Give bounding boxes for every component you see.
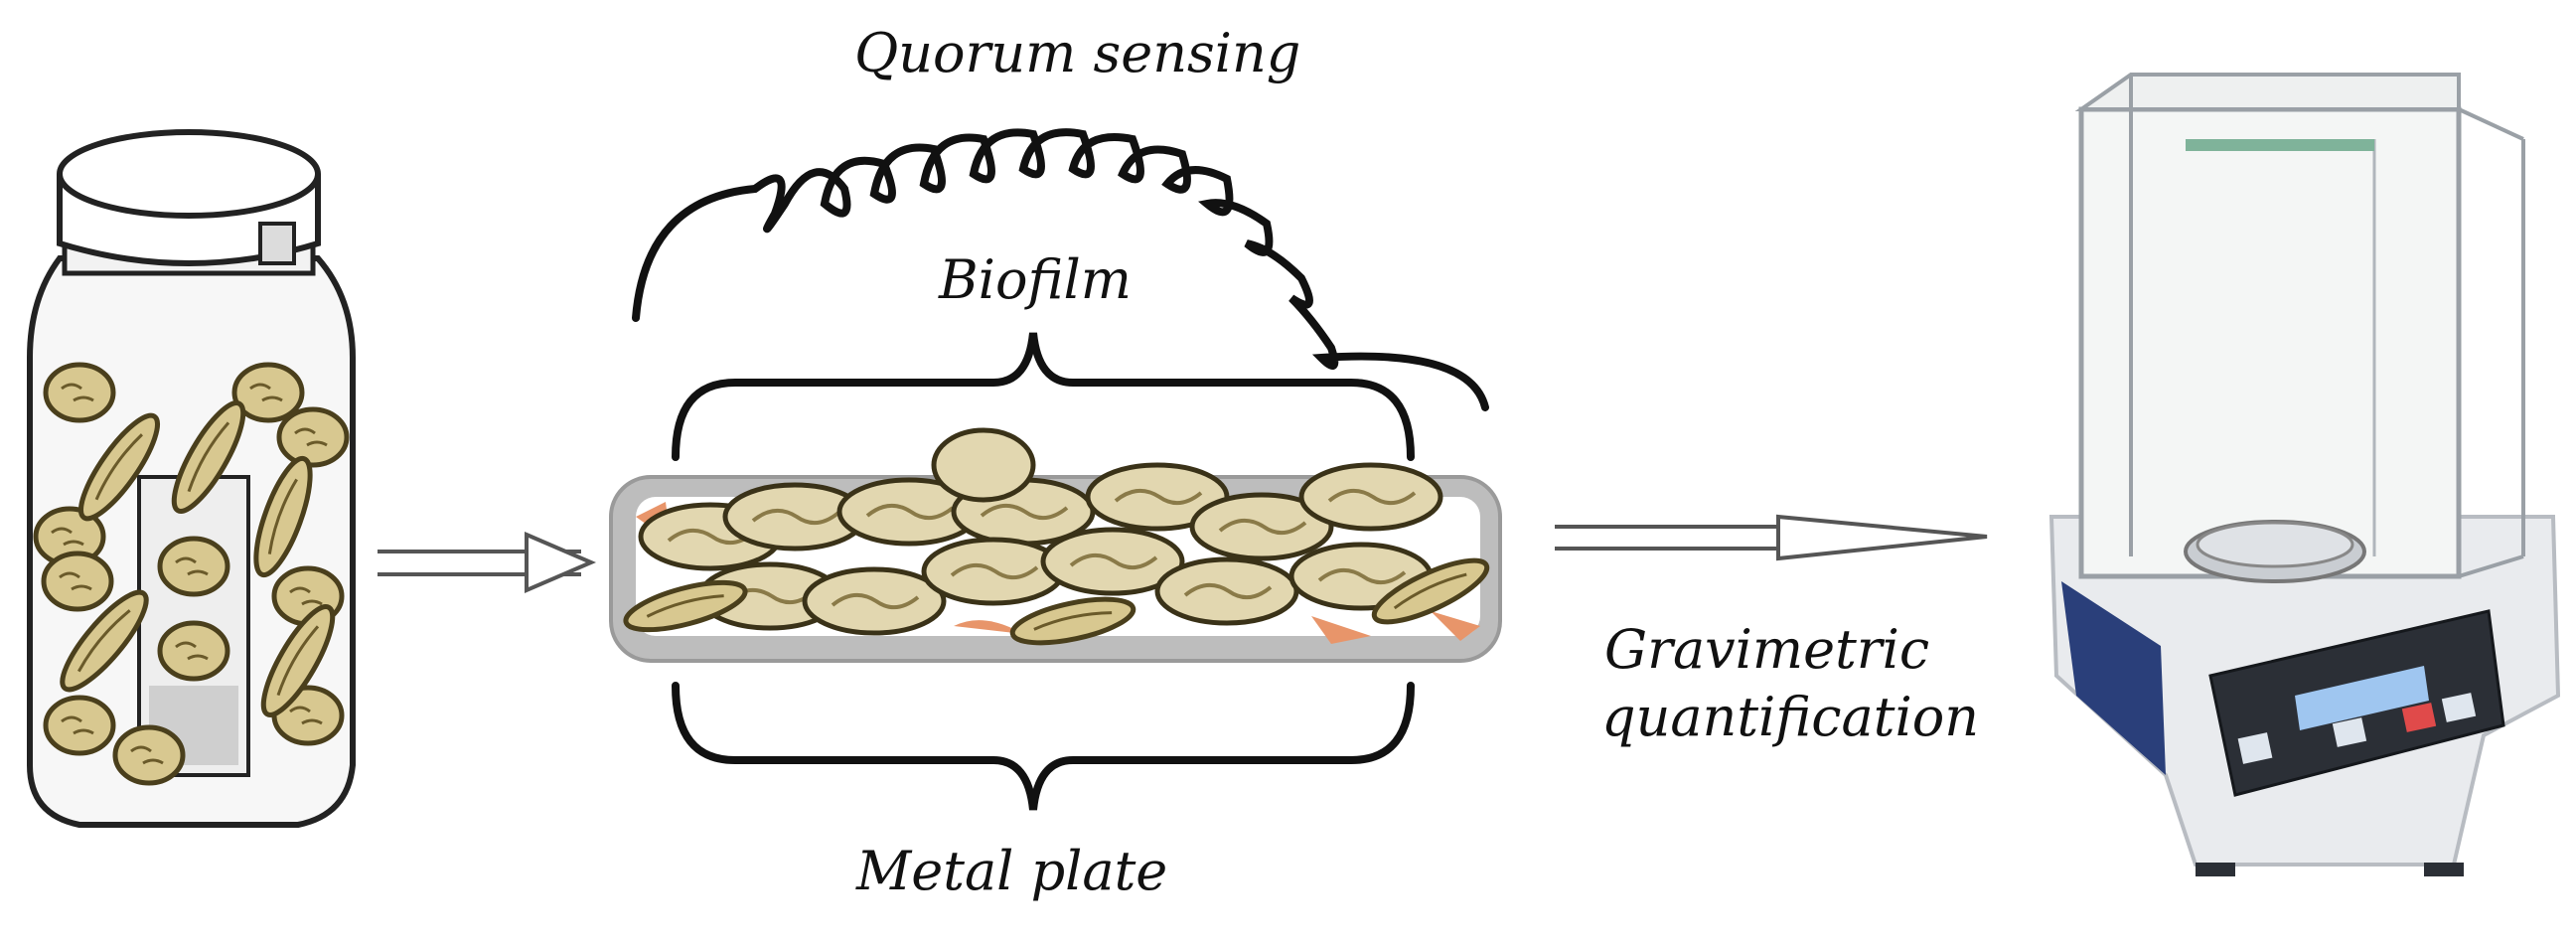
double-arrow-icon [1555,514,1988,561]
biofilm-label: Biofilm [939,248,1132,311]
culture-jar-icon [27,129,356,828]
quantification-label: quantification [1601,686,1980,748]
quorum-sensing-label: Quorum sensing [854,22,1301,84]
metal-plate-icon [609,427,1502,663]
gravimetric-label: Gravimetric [1604,618,1930,681]
metal-plate-brace-icon [672,682,1415,811]
quorum-sensing-coil-icon [632,128,1489,411]
double-arrow-icon [378,531,597,594]
analytical-balance-icon [2048,73,2561,876]
biofilm-brace-icon [672,332,1415,461]
metal-plate-label: Metal plate [856,840,1168,902]
